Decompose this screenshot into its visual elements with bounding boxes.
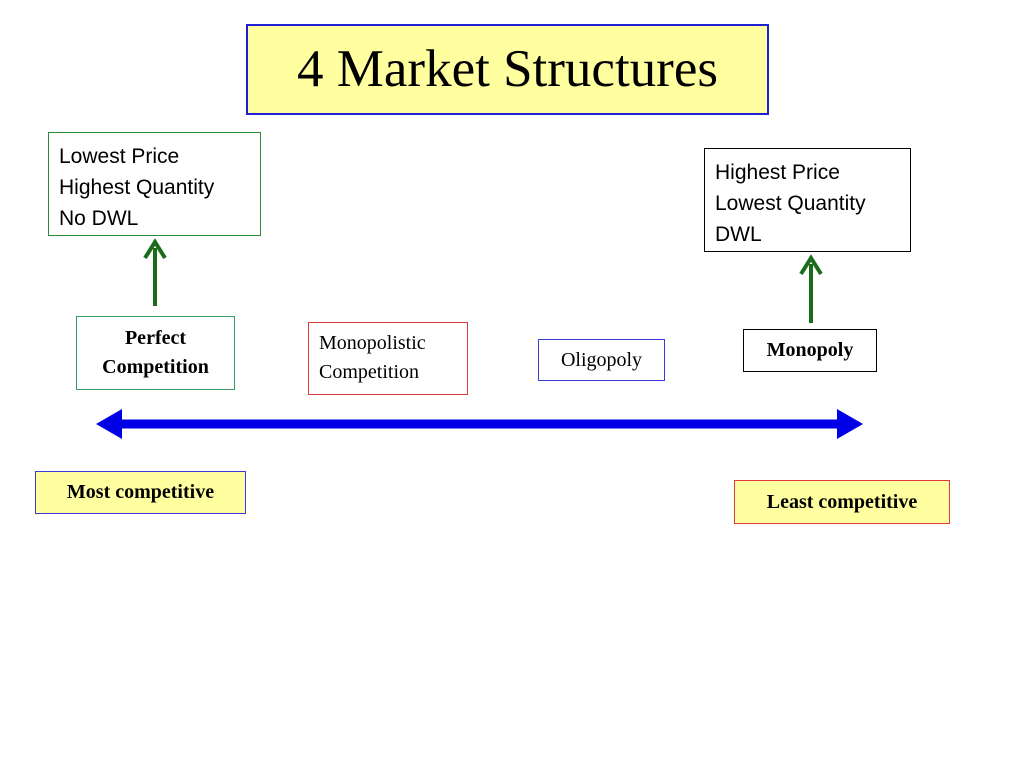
perfect-competition-box: Perfect Competition xyxy=(76,316,235,390)
structure-label-line: Perfect xyxy=(124,327,187,349)
structure-label-line: Competition xyxy=(102,356,209,378)
trait-line: DWL xyxy=(715,223,762,246)
trait-line: No DWL xyxy=(59,207,139,230)
most-competitive-label: Most competitive xyxy=(35,471,246,514)
trait-line: Highest Quantity xyxy=(59,176,215,199)
up-arrow-right-icon xyxy=(799,254,823,323)
arrowhead-left-icon xyxy=(96,409,122,439)
oligopoly-box: Oligopoly xyxy=(538,339,665,381)
competition-spectrum-arrow xyxy=(96,409,863,439)
up-arrow-left-icon xyxy=(143,238,167,306)
trait-line: Highest Price xyxy=(715,161,840,184)
least-competitive-label: Least competitive xyxy=(734,480,950,524)
monopoly-traits-box: Highest Price Lowest Quantity DWL xyxy=(704,148,911,252)
page-title: 4 Market Structures xyxy=(246,24,769,115)
structure-label-line: Competition xyxy=(319,361,419,383)
arrowhead-right-icon xyxy=(837,409,863,439)
monopolistic-competition-box: Monopolistic Competition xyxy=(308,322,468,395)
trait-line: Lowest Price xyxy=(59,145,180,168)
structure-label-line: Monopolistic xyxy=(319,332,426,354)
trait-line: Lowest Quantity xyxy=(715,192,866,215)
perfect-competition-traits-box: Lowest Price Highest Quantity No DWL xyxy=(48,132,261,236)
monopoly-box: Monopoly xyxy=(743,329,877,372)
